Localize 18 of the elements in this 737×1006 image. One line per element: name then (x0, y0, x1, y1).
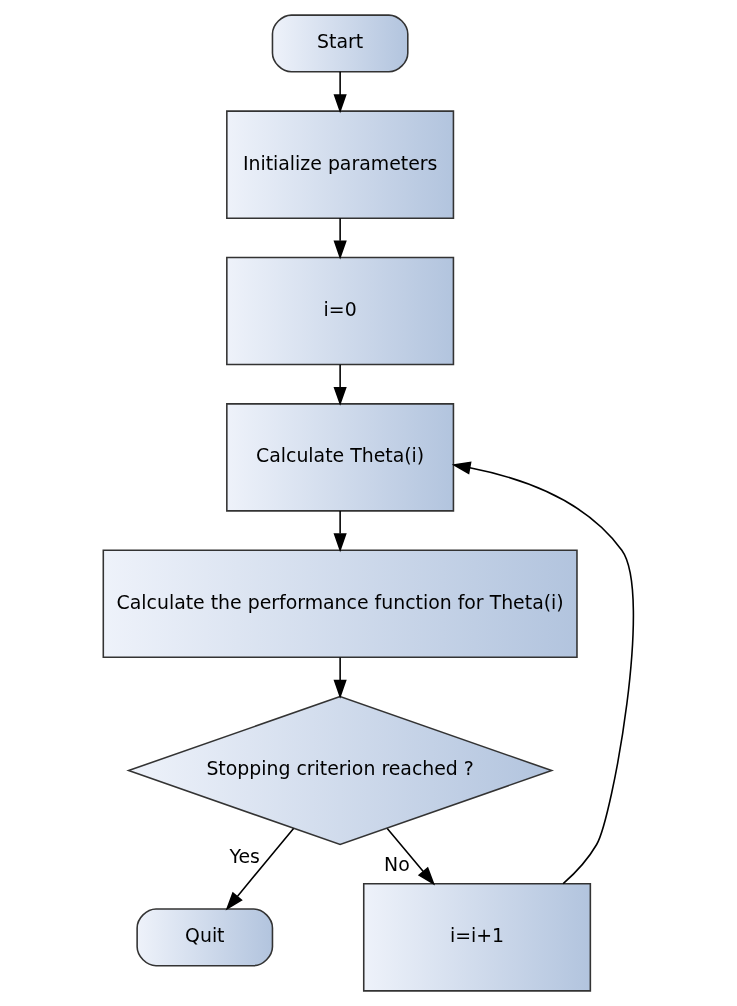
arrow (333, 656, 347, 699)
node-box: i=0 (226, 256, 455, 366)
node-box: Start (271, 14, 409, 73)
node-box: Calculate Theta(i) (226, 403, 455, 512)
arrow (333, 363, 347, 406)
arrow (386, 827, 436, 886)
arrow (333, 71, 347, 114)
node-box: i=i+1 (362, 883, 592, 992)
edge-label: Yes (229, 845, 260, 868)
arrow (451, 461, 635, 885)
arrow (333, 217, 347, 260)
arrow (225, 827, 295, 911)
arrow (333, 510, 347, 553)
node-diamond: Stopping criterion reached ? (126, 695, 555, 846)
node-box: Quit (136, 908, 274, 967)
edge-label: No (384, 853, 410, 876)
node-box: Initialize parameters (226, 110, 455, 219)
node-box: Calculate the performance function for Theta(i) (102, 549, 578, 658)
